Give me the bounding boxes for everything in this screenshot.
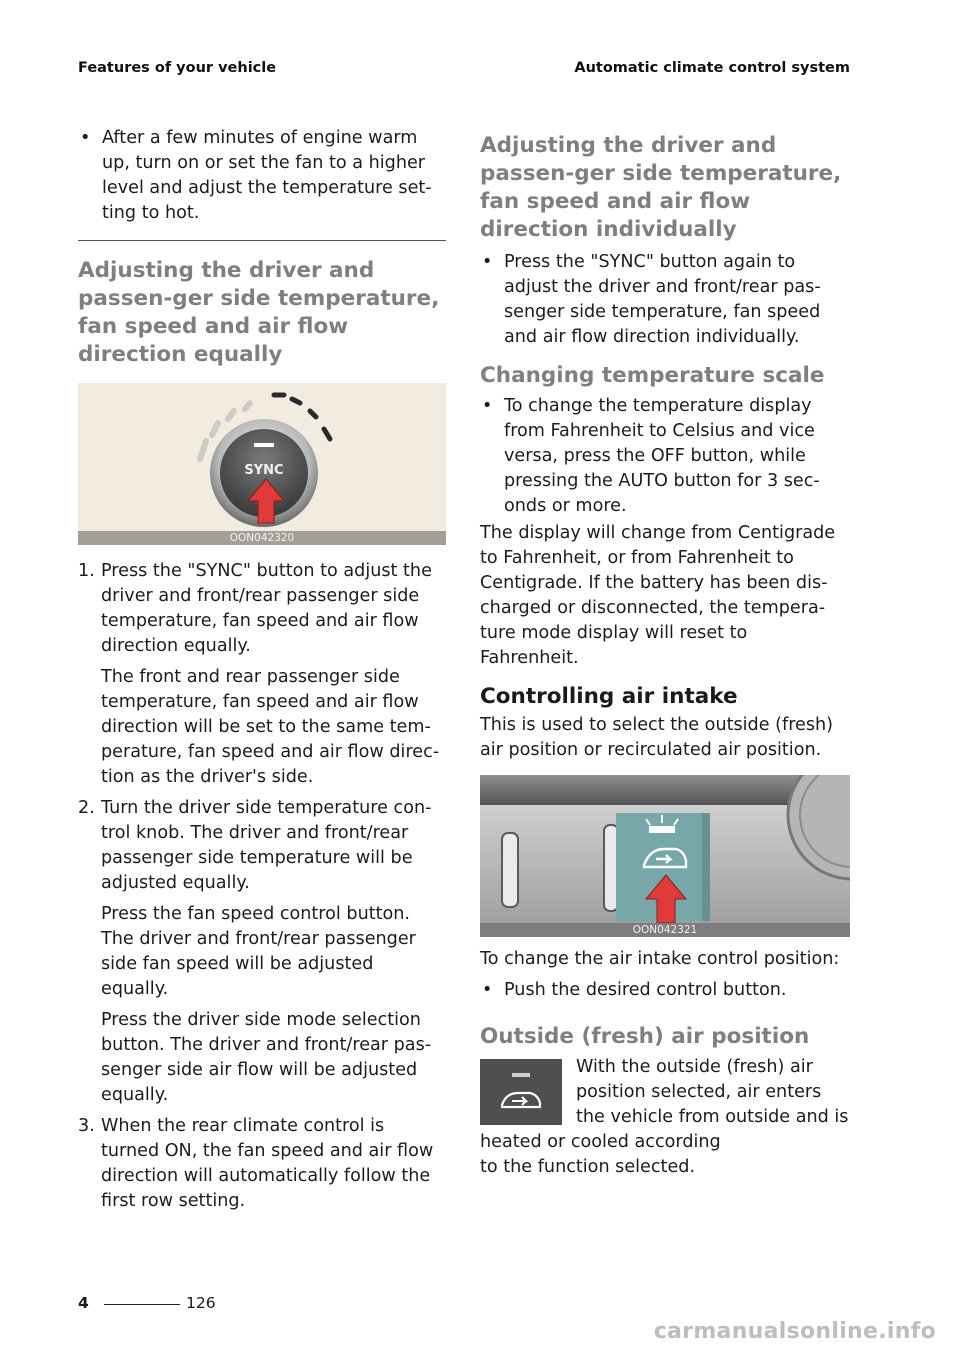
running-head-topic: Automatic climate control system: [574, 60, 850, 76]
scale-bullet: To change the temperature display from F…: [480, 394, 850, 519]
outside-air-text: With the outside (fresh) air position se…: [480, 1057, 849, 1152]
scale-paragraph: The display will change from Centigrade …: [480, 523, 836, 668]
heading-air-intake: Controlling air intake: [480, 684, 738, 709]
chapter-number: 4: [78, 1294, 89, 1312]
heading-equal-adjust: Adjusting the driver and passen-ger side…: [78, 258, 440, 367]
right-column: Adjusting the driver and passen-ger side…: [480, 132, 850, 1180]
outside-air-text-tail: to the function selected.: [480, 1157, 696, 1177]
step-note: The front and rear passenger side temper…: [101, 667, 440, 787]
step-3: 3. When the rear climate control is turne…: [78, 1114, 446, 1214]
running-head-section: Features of your vehicle: [78, 60, 277, 76]
intake-bullet: Push the desired control button.: [480, 978, 850, 1003]
heading-individual-adjust: Adjusting the driver and passen-ger side…: [480, 133, 842, 242]
step-text: Press the "SYNC" button to adjust the dr…: [101, 561, 432, 656]
site-watermark: carmanualsonline.info: [653, 1319, 936, 1344]
step-number: 2.: [78, 798, 95, 818]
intake-change-paragraph: To change the air intake control positio…: [480, 949, 840, 969]
step-number: 1.: [78, 561, 95, 581]
heading-temperature-scale: Changing temperature scale: [480, 363, 825, 388]
figure-caption: OON042321: [480, 923, 850, 937]
air-intake-paragraph: This is used to select the outside (fres…: [480, 715, 834, 760]
knob-dash: [254, 443, 274, 447]
fan-scale-dashes: [197, 400, 253, 462]
step-1: 1. Press the "SYNC" button to adjust the …: [78, 559, 446, 790]
steps-list: 1. Press the "SYNC" button to adjust the …: [78, 559, 446, 1214]
outside-air-icon: [480, 1059, 562, 1125]
figure-caption: OON042320: [78, 531, 446, 545]
sync-button-label: SYNC: [244, 463, 283, 478]
heading-outside-air: Outside (fresh) air position: [480, 1024, 810, 1049]
step-text: When the rear climate control is turned …: [101, 1116, 434, 1211]
step-2: 2. Turn the driver side temperature con-t…: [78, 796, 446, 1108]
step-note: Press the fan speed control button. The …: [101, 904, 416, 999]
fresh-air-icon: [642, 847, 688, 869]
section-divider: [78, 240, 446, 241]
sync-knob-illustration: SYNC: [197, 392, 333, 527]
left-column: After a few minutes of engine warm up, t…: [78, 126, 446, 1214]
sync-again-bullet: Press the "SYNC" button again to adjust …: [480, 250, 850, 350]
press-arrow-icon: [246, 478, 286, 524]
step-note: Press the driver side mode selection but…: [101, 1010, 432, 1105]
indicator-led-icon: [645, 815, 679, 833]
intro-bullet: After a few minutes of engine warm up, t…: [78, 126, 446, 226]
sync-knob-figure: SYNC OON042320: [78, 383, 446, 545]
air-intake-figure: OON042321: [480, 775, 850, 937]
page-number: 126: [186, 1294, 216, 1312]
outside-air-block: With the outside (fresh) air position se…: [480, 1055, 850, 1180]
air-intake-illustration: [480, 775, 850, 937]
step-number: 3.: [78, 1116, 95, 1136]
step-text: Turn the driver side temperature con-tro…: [101, 798, 432, 893]
footer-rule: [104, 1304, 180, 1305]
